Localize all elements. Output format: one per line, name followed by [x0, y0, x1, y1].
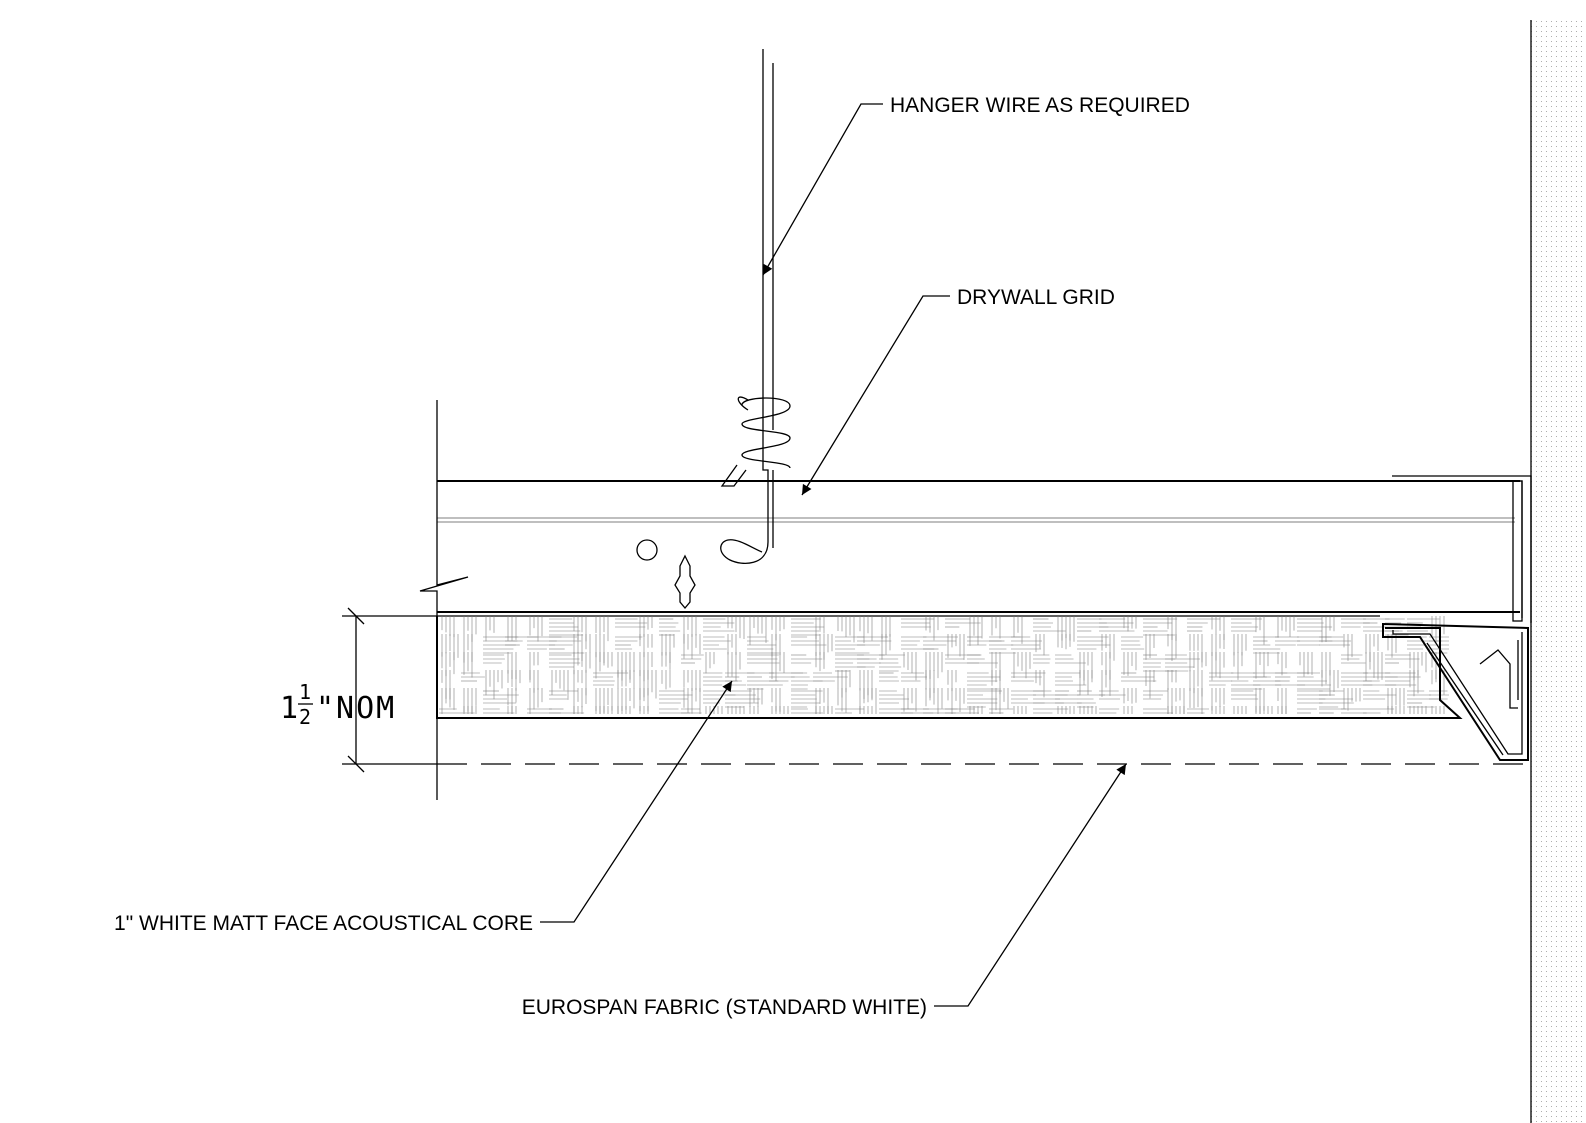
thickness-dimension [342, 607, 437, 773]
core-leader [540, 680, 733, 923]
leaders [540, 103, 1127, 1007]
drywall-grid [437, 475, 1532, 623]
label-fabric: EUROSPAN FABRIC (STANDARD WHITE) [522, 996, 927, 1019]
dimension-whole: 1 [280, 691, 298, 726]
drywall-grid-leader [801, 295, 950, 496]
dimension-label: 1 1 2 "NOM [280, 680, 396, 729]
hanger-wire-leader [762, 103, 883, 276]
label-hanger-wire: HANGER WIRE AS REQUIRED [890, 94, 1190, 117]
label-acoustical-core: 1" WHITE MATT FACE ACOUSTICAL CORE [114, 912, 533, 935]
break-line [419, 400, 469, 800]
label-drywall-grid: DRYWALL GRID [957, 286, 1115, 309]
grid-slot [674, 554, 696, 610]
grid-hole [636, 539, 658, 561]
dimension-numerator: 1 [299, 680, 311, 704]
hanger-wire [720, 49, 791, 564]
dimension-suffix: "NOM [316, 691, 396, 726]
fabric-leader [934, 763, 1127, 1007]
wall [1530, 20, 1586, 1123]
acoustical-core [436, 616, 1463, 719]
dimension-denominator: 2 [299, 705, 311, 729]
perimeter-track [1382, 622, 1529, 761]
